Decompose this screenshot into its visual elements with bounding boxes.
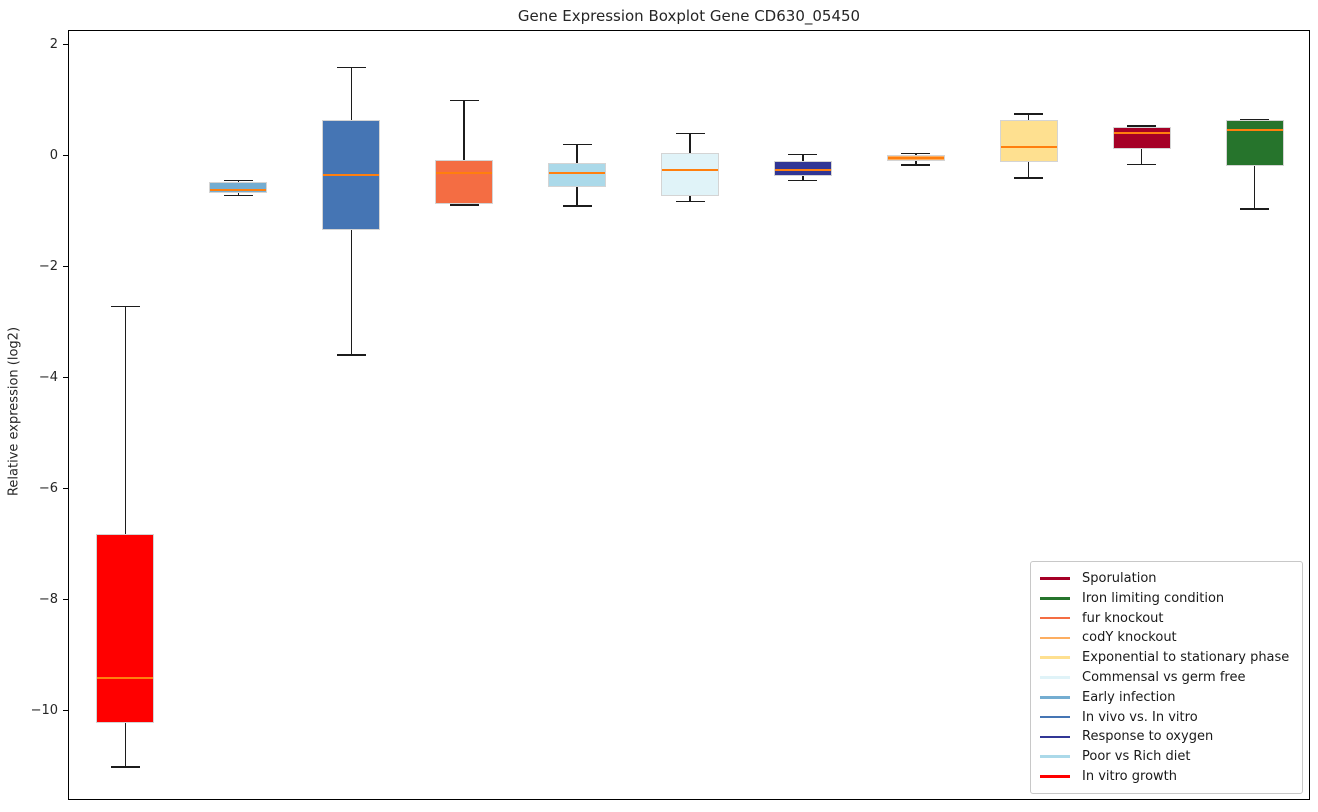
- y-tick-label: −8: [38, 592, 58, 607]
- y-tick-label: 0: [49, 148, 58, 163]
- legend-item: Iron limiting condition: [1040, 589, 1293, 608]
- legend-swatch: [1040, 755, 1070, 758]
- whisker-cap-top: [901, 152, 931, 155]
- y-tick-mark: [63, 44, 68, 45]
- box-rect: [999, 119, 1058, 163]
- legend-label: In vivo vs. In vitro: [1082, 709, 1198, 725]
- legend-item: In vivo vs. In vitro: [1040, 708, 1293, 727]
- legend-label: In vitro growth: [1082, 768, 1177, 784]
- whisker-cap-bottom: [1127, 163, 1157, 166]
- y-tick-mark: [63, 710, 68, 711]
- legend-label: Sporulation: [1082, 571, 1157, 586]
- whisker-line: [463, 100, 465, 205]
- median-line: [887, 156, 944, 159]
- legend-swatch: [1040, 597, 1070, 600]
- legend-swatch: [1040, 616, 1070, 620]
- legend-swatch: [1040, 577, 1070, 580]
- box-rect: [209, 182, 268, 193]
- whisker-cap-top: [675, 132, 705, 135]
- whisker-cap-bottom: [1014, 177, 1044, 179]
- legend-item: Exponential to stationary phase: [1040, 648, 1293, 667]
- whisker-cap-top: [1127, 125, 1157, 127]
- legend-item: Response to oxygen: [1040, 727, 1293, 746]
- box-rect: [548, 162, 607, 187]
- legend-swatch: [1040, 775, 1070, 778]
- legend-swatch: [1040, 676, 1070, 679]
- legend-label: fur knockout: [1082, 610, 1164, 626]
- legend-label: Poor vs Rich diet: [1082, 749, 1191, 765]
- whisker-cap-top: [449, 99, 479, 102]
- whisker-cap-bottom: [223, 194, 253, 197]
- y-tick-mark: [63, 599, 68, 600]
- whisker-cap-top: [1014, 113, 1044, 115]
- y-tick-mark: [63, 266, 68, 267]
- whisker-cap-bottom: [449, 204, 479, 206]
- legend-label: Early infection: [1082, 689, 1176, 705]
- legend-item: Poor vs Rich diet: [1040, 747, 1293, 766]
- legend-swatch: [1040, 656, 1070, 659]
- legend-label: Exponential to stationary phase: [1082, 650, 1290, 666]
- whisker-cap-bottom: [675, 200, 705, 203]
- median-line: [436, 171, 493, 174]
- box-rect: [435, 159, 494, 204]
- legend-item: codY knockout: [1040, 628, 1293, 647]
- whisker-cap-bottom: [110, 766, 140, 768]
- y-tick-mark: [63, 488, 68, 489]
- legend-item: Sporulation: [1040, 569, 1293, 588]
- box-rect: [1112, 126, 1171, 150]
- whisker-cap-top: [336, 66, 366, 69]
- legend-item: Commensal vs germ free: [1040, 668, 1293, 687]
- median-line: [1226, 129, 1283, 132]
- whisker-cap-top: [1240, 118, 1270, 121]
- whisker-cap-bottom: [901, 164, 931, 166]
- legend-swatch: [1040, 636, 1070, 640]
- legend-label: codY knockout: [1082, 630, 1177, 646]
- y-tick-label: −10: [30, 703, 58, 718]
- legend-label: Iron limiting condition: [1082, 590, 1225, 606]
- y-tick-mark: [63, 377, 68, 378]
- legend-item: In vitro growth: [1040, 767, 1293, 786]
- box-rect: [661, 152, 719, 196]
- legend-item: fur knockout: [1040, 609, 1293, 628]
- median-line: [97, 677, 154, 680]
- median-line: [662, 169, 718, 172]
- whisker-cap-top: [562, 143, 592, 146]
- median-line: [1113, 131, 1170, 134]
- median-line: [549, 171, 606, 174]
- chart-title: Gene Expression Boxplot Gene CD630_05450: [517, 7, 861, 25]
- legend-swatch: [1040, 696, 1070, 699]
- whisker-cap-bottom: [1240, 208, 1270, 210]
- box-rect: [1225, 119, 1284, 166]
- y-tick-label: 2: [49, 37, 58, 52]
- y-tick-mark: [63, 155, 68, 156]
- median-line: [1000, 145, 1057, 148]
- whisker-cap-bottom: [562, 205, 592, 207]
- box-rect: [96, 533, 155, 723]
- whisker-cap-top: [110, 305, 140, 308]
- whisker-cap-bottom: [336, 354, 366, 356]
- median-line: [774, 169, 831, 172]
- legend-swatch: [1040, 715, 1070, 719]
- y-tick-label: −2: [38, 259, 58, 274]
- median-line: [210, 188, 267, 191]
- legend-label: Commensal vs germ free: [1082, 669, 1246, 685]
- y-tick-label: −4: [38, 370, 58, 385]
- median-line: [323, 174, 380, 177]
- whisker-cap-top: [788, 153, 818, 156]
- box-rect: [773, 161, 832, 176]
- legend-label: Response to oxygen: [1082, 729, 1214, 745]
- legend-swatch: [1040, 735, 1070, 739]
- y-tick-label: −6: [38, 481, 58, 496]
- plot-area: [68, 30, 1310, 800]
- legend-item: Early infection: [1040, 688, 1293, 707]
- whisker-cap-bottom: [788, 179, 818, 182]
- whisker-cap-top: [223, 179, 253, 182]
